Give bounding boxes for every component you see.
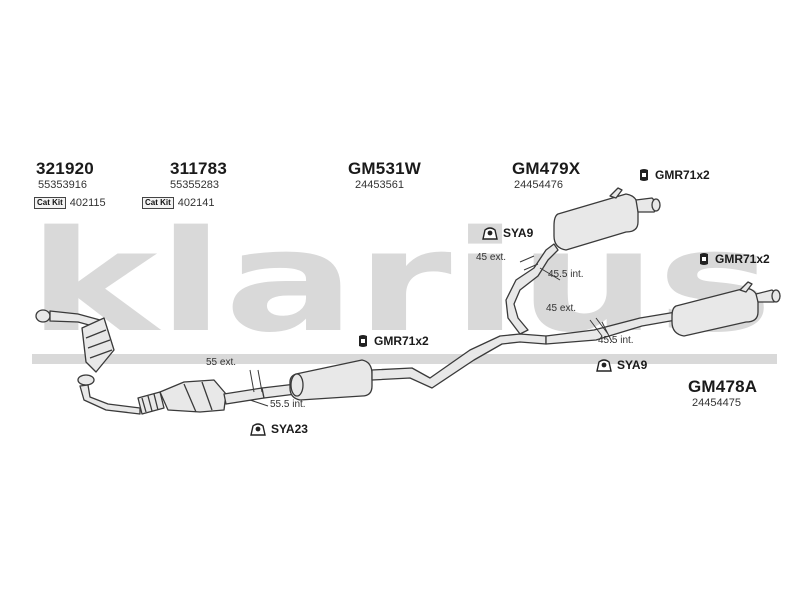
measurement-55-5-int: 55.5 int. (270, 399, 306, 410)
flex-pipe-drawing (137, 391, 165, 415)
oem-number-front-pipe: 55353916 (38, 179, 87, 191)
measurement-45-ext-top: 45 ext. (476, 252, 507, 263)
part-number-front-pipe: 321920 (36, 159, 94, 178)
measurement-45-ext-right: 45 ext. (546, 303, 577, 314)
fitting-label: SYA23 (271, 422, 308, 436)
front-pipe-drawing (35, 309, 141, 415)
mount-icon (250, 423, 266, 436)
catkit-label: Cat Kit (34, 197, 66, 209)
fitting-label: GMR71x2 (655, 168, 710, 182)
measurement-45-5-int-right: 45.5 int. (598, 335, 634, 346)
catkit-number: 402141 (177, 197, 215, 209)
measurement-55-ext: 55 ext. (206, 357, 237, 368)
clip-icon (640, 169, 648, 181)
fitting-gmr-right: GMR71x2 (698, 252, 770, 266)
part-number-rear-silencer: GM478A (688, 377, 758, 396)
catkit-catalyst: Cat Kit 402141 (142, 197, 215, 209)
catkit-label: Cat Kit (142, 197, 174, 209)
catkit-front-pipe: Cat Kit 402115 (34, 197, 106, 209)
fitting-gmr-centre: GMR71x2 (357, 334, 429, 348)
catalyst-drawing (159, 379, 265, 413)
part-number-middle-silencer: GM479X (512, 159, 581, 178)
clip-icon (700, 253, 708, 265)
watermark-text: klarius (28, 201, 773, 364)
oem-number-rear-silencer: 24454475 (692, 397, 741, 409)
clip-icon (359, 335, 367, 347)
mount-icon (482, 227, 498, 240)
oem-number-catalyst: 55355283 (170, 179, 219, 191)
middle-silencer-drawing (505, 187, 661, 335)
watermark-underline (32, 354, 777, 364)
fitting-sya23: SYA23 (250, 422, 308, 436)
catkit-number: 402115 (69, 197, 106, 209)
oem-number-middle-silencer: 24454476 (514, 179, 563, 191)
rear-silencer-drawing (545, 281, 781, 345)
fitting-label: GMR71x2 (374, 334, 429, 348)
mount-icon (596, 359, 612, 372)
fitting-label: SYA9 (503, 226, 534, 240)
fitting-gmr-top: GMR71x2 (638, 168, 710, 182)
fitting-sya9-top: SYA9 (482, 226, 533, 240)
part-number-centre-silencer: GM531W (348, 159, 421, 178)
fitting-label: SYA9 (617, 358, 648, 372)
part-number-catalyst: 311783 (170, 159, 227, 178)
fitting-label: GMR71x2 (715, 252, 770, 266)
measurement-45-5-int-top: 45.5 int. (548, 269, 584, 280)
fitting-sya9-right: SYA9 (596, 358, 647, 372)
oem-number-centre-silencer: 24453561 (355, 179, 404, 191)
